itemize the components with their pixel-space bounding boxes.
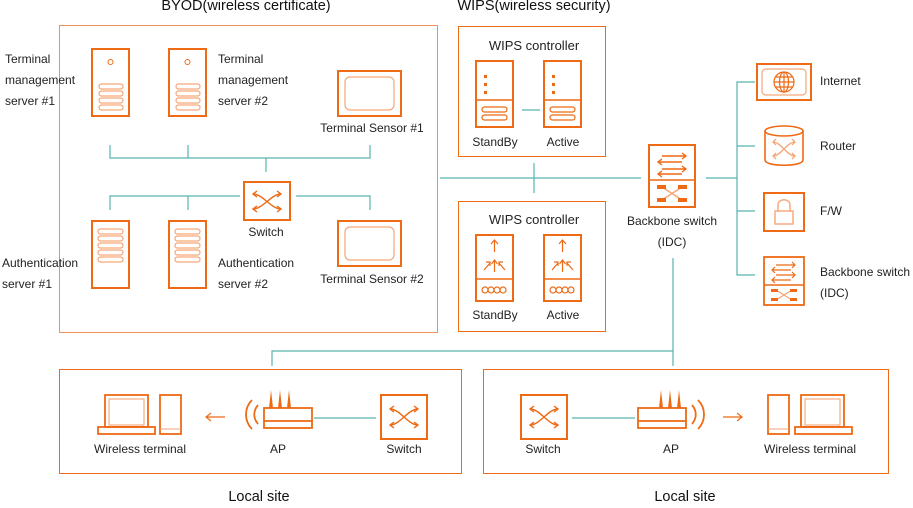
wips-title: WIPS(wireless security) (457, 0, 611, 14)
local-site-2-wireless-terminal-label: Wireless terminal (763, 442, 857, 456)
wips-active-server-icon[interactable] (543, 60, 583, 128)
local-site-2-switch-icon[interactable] (520, 394, 568, 440)
wips-bottom-active-label: Active (546, 308, 580, 322)
terminal-management-server-2-icon[interactable] (168, 48, 208, 118)
wips-standby-server-icon[interactable] (475, 60, 515, 128)
authentication-server-2-icon[interactable] (168, 220, 208, 290)
byod-switch-label: Switch (248, 225, 284, 239)
terminal-management-server-1-label: Terminal management server #1 (5, 52, 76, 108)
authentication-server-2-label: Authentication server #2 (218, 256, 295, 291)
local-site-1-arrow-left-icon (205, 412, 225, 422)
wips-top-active-label: Active (546, 135, 580, 149)
byod-switch-icon[interactable] (243, 181, 291, 221)
wips-sensor-active-icon[interactable] (543, 234, 583, 302)
byod-bottom-bus (109, 195, 371, 210)
terminal-sensor-2-label: Terminal Sensor #2 (320, 272, 424, 286)
main-bus (440, 163, 641, 193)
terminal-sensor-1-label: Terminal Sensor #1 (320, 121, 424, 135)
router-icon[interactable] (763, 124, 805, 168)
local-site-2-ap-label: AP (662, 442, 680, 456)
authentication-server-1-icon[interactable] (91, 220, 131, 290)
right-column-bus (736, 81, 755, 276)
local-site-2-ap-icon[interactable] (636, 387, 710, 433)
firewall-label: F/W (820, 204, 842, 218)
backbone-switch-icon[interactable] (763, 256, 805, 306)
byod-frame (59, 25, 438, 333)
wips-controller-bottom-title: WIPS controller (488, 212, 580, 227)
local-site-2-title: Local site (654, 489, 716, 505)
local-site-2-wireless-terminal-icon[interactable] (766, 392, 854, 436)
router-label: Router (820, 139, 857, 153)
wips-bottom-standby-label: StandBy (472, 308, 518, 322)
local-site-1-ap-label: AP (269, 442, 287, 456)
local-site-2-arrow-right-icon (723, 412, 743, 422)
byod-title: BYOD(wireless certificate) (161, 0, 331, 14)
backbone-switch-icon[interactable] (648, 144, 696, 208)
local-site-1-ap-icon[interactable] (242, 387, 316, 433)
terminal-management-server-1-icon[interactable] (91, 48, 131, 118)
globe-icon[interactable] (756, 63, 812, 101)
wips-sensor-standby-icon[interactable] (475, 234, 515, 302)
terminal-sensor-1-icon[interactable] (337, 70, 403, 118)
local-site-1-frame (59, 369, 462, 474)
local-site-1-wireless-terminal-label: Wireless terminal (93, 442, 187, 456)
wips-top-standby-label: StandBy (472, 135, 518, 149)
local-site-1-switch-label: Switch (386, 442, 422, 456)
local-site-1-switch-icon[interactable] (380, 394, 428, 440)
terminal-sensor-2-icon[interactable] (337, 220, 403, 268)
local-site-2-frame (483, 369, 889, 474)
lock-icon[interactable] (763, 192, 805, 232)
local-site-1-wireless-terminal-icon[interactable] (96, 392, 184, 436)
wips-controller-top-frame (458, 26, 606, 157)
byod-top-bus (109, 145, 371, 172)
wips-controller-bottom-frame (458, 201, 606, 332)
right-backbone-switch-label: Backbone switch (IDC) (820, 265, 911, 300)
terminal-management-server-2-label: Terminal management server #2 (218, 52, 289, 108)
local-site-1-title: Local site (228, 489, 290, 505)
internet-label: Internet (820, 74, 861, 88)
authentication-server-1-label: Authentication server #1 (2, 256, 79, 291)
local-site-uplink (271, 258, 674, 366)
backbone-switch-label: Backbone switch (IDC) (626, 214, 718, 249)
local-site-2-switch-label: Switch (525, 442, 561, 456)
wips-controller-top-title: WIPS controller (488, 38, 580, 53)
